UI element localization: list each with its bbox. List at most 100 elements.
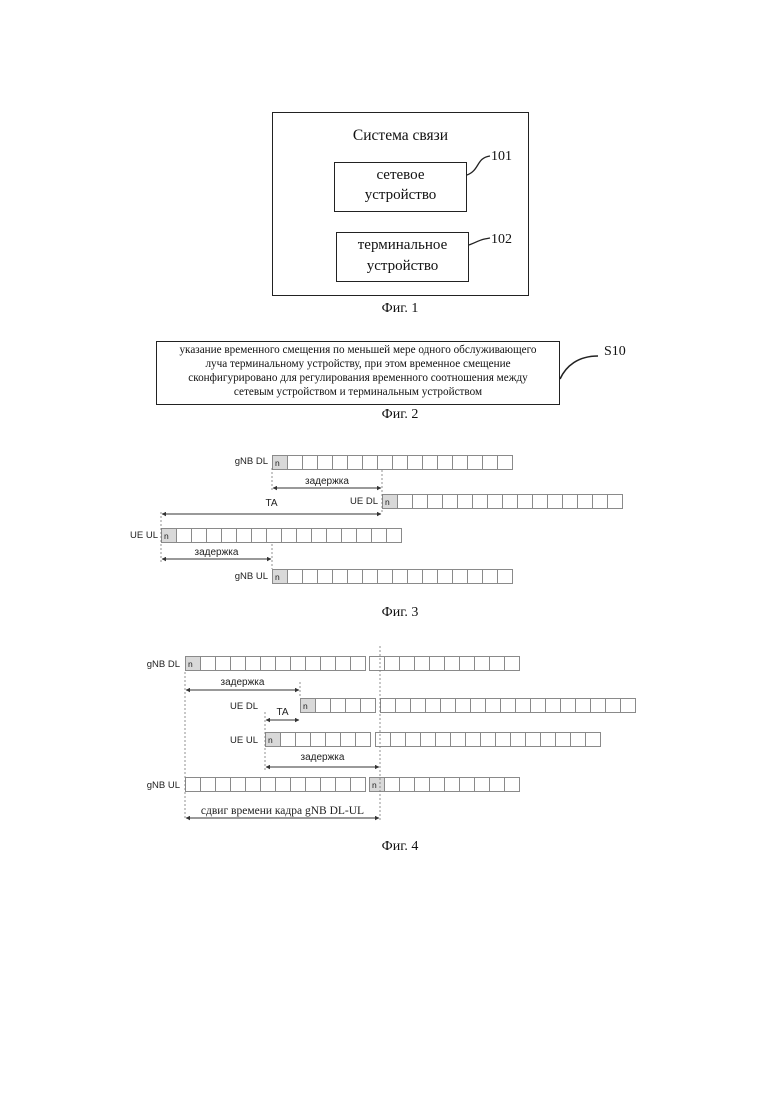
frame-cell	[540, 732, 556, 747]
fig4-ue-ul-label: UE UL	[200, 735, 258, 746]
frame-cell	[545, 698, 561, 713]
frame-cell	[590, 698, 606, 713]
frame-cell	[442, 494, 458, 509]
step-s10-text-line2: луча терминальному устройству, при этом …	[156, 358, 560, 370]
frame-cell	[320, 777, 336, 792]
frame-cell	[340, 732, 356, 747]
frame-cell	[392, 455, 408, 470]
frame-cell	[200, 656, 216, 671]
frame-cell	[517, 494, 533, 509]
frame-cell	[215, 656, 231, 671]
frame-cell	[502, 494, 518, 509]
terminal-device-label-line1: терминальное	[336, 237, 469, 254]
fig4-gnb-ul-label: gNB UL	[122, 780, 180, 791]
frame-cell	[495, 732, 511, 747]
frame-cell	[347, 569, 363, 584]
frame-cell	[585, 732, 601, 747]
frame-cell	[452, 455, 468, 470]
frame-cell	[305, 656, 321, 671]
frame-cell	[390, 732, 406, 747]
leader-s10	[560, 356, 598, 379]
ref-s10: S10	[604, 344, 626, 360]
frame-cell	[302, 455, 318, 470]
frame-cell	[320, 656, 336, 671]
frame-cell	[429, 656, 445, 671]
frame-cell	[427, 494, 443, 509]
frame-cell	[457, 494, 473, 509]
frame-cell	[504, 777, 520, 792]
frame-cell	[380, 698, 396, 713]
frame-cell	[311, 528, 327, 543]
frame-cell	[547, 494, 563, 509]
frame-cell-n: n	[382, 494, 398, 509]
frame-cell	[350, 656, 366, 671]
frame-cell	[200, 777, 216, 792]
frame-cell	[332, 569, 348, 584]
step-s10-text-line4: сетевым устройством и терминальным устро…	[156, 386, 560, 398]
frame-cell	[489, 777, 505, 792]
frame-cell	[330, 698, 346, 713]
fig3-gnb-dl-label: gNB DL	[210, 456, 268, 467]
frame-cell	[440, 698, 456, 713]
frame-cell	[577, 494, 593, 509]
ref-101: 101	[491, 149, 512, 165]
frame-cell	[592, 494, 608, 509]
frame-cell	[280, 732, 296, 747]
frame-cell	[489, 656, 505, 671]
frame-cell	[532, 494, 548, 509]
frame-cell	[356, 528, 372, 543]
frame-cell	[620, 698, 636, 713]
frame-cell	[465, 732, 481, 747]
figure-1-caption: Фиг. 1	[340, 301, 460, 317]
frame-cell	[399, 656, 415, 671]
fig4-ta-label: TA	[265, 707, 300, 718]
frame-cell-n: n	[300, 698, 316, 713]
frame-cell	[290, 656, 306, 671]
frame-cell	[377, 569, 393, 584]
frame-cell	[392, 569, 408, 584]
frame-cell	[487, 494, 503, 509]
fig3-delay-label-2: задержка	[161, 547, 272, 558]
frame-cell	[221, 528, 237, 543]
fig4-gnb-ul-timeline: n	[185, 777, 520, 792]
frame-cell	[386, 528, 402, 543]
frame-cell	[504, 656, 520, 671]
frame-cell	[287, 455, 303, 470]
frame-cell	[236, 528, 252, 543]
frame-cell-n: n	[369, 777, 385, 792]
frame-cell	[295, 732, 311, 747]
frame-cell	[452, 569, 468, 584]
frame-cell	[525, 732, 541, 747]
frame-cell	[176, 528, 192, 543]
frame-cell	[251, 528, 267, 543]
frame-cell	[260, 777, 276, 792]
fig4-delay-label-2: задержка	[265, 752, 380, 763]
frame-cell	[435, 732, 451, 747]
frame-cell	[371, 528, 387, 543]
frame-cell	[455, 698, 471, 713]
frame-cell	[480, 732, 496, 747]
frame-cell	[230, 777, 246, 792]
step-s10-text-line3: сконфигурировано для регулирования време…	[156, 372, 560, 384]
frame-cell	[332, 455, 348, 470]
fig4-gnb-dl-label: gNB DL	[122, 659, 180, 670]
frame-cell	[310, 732, 326, 747]
frame-cell	[287, 569, 303, 584]
fig3-ue-ul-timeline: n	[161, 528, 402, 543]
frame-cell	[407, 455, 423, 470]
frame-cell	[341, 528, 357, 543]
network-device-label-line2: устройство	[334, 187, 467, 204]
frame-cell	[407, 569, 423, 584]
frame-cell	[302, 569, 318, 584]
frame-cell	[397, 494, 413, 509]
frame-cell	[437, 455, 453, 470]
frame-cell	[412, 494, 428, 509]
frame-cell	[362, 569, 378, 584]
frame-cell	[317, 569, 333, 584]
frame-cell	[350, 777, 366, 792]
frame-cell	[377, 455, 393, 470]
frame-cell	[429, 777, 445, 792]
frame-cell	[405, 732, 421, 747]
fig4-gnb-dl-timeline: n	[185, 656, 520, 671]
fig3-gnb-ul-timeline: n	[272, 569, 513, 584]
